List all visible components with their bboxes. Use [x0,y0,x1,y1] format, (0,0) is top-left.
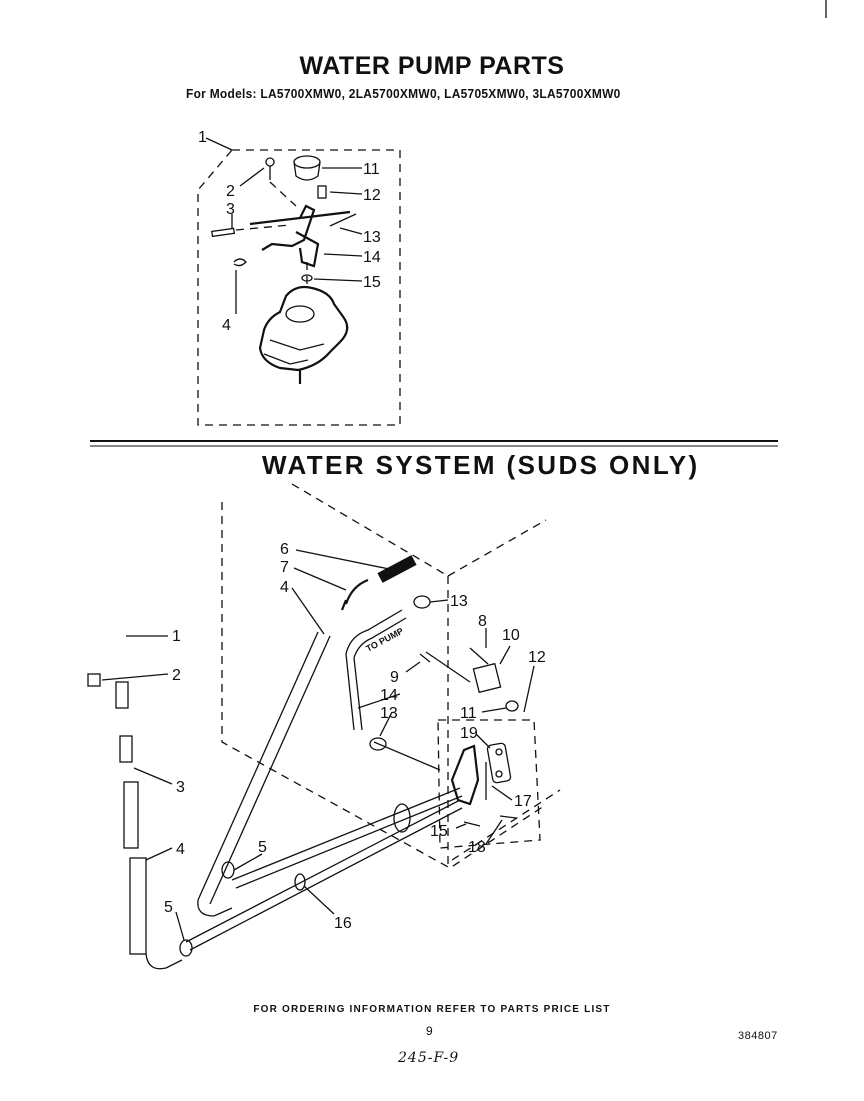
system-label: 1 [172,628,181,645]
system-label: 19 [460,725,478,742]
system-label: 4 [280,579,289,596]
handwritten-note: 245-F-9 [398,1050,460,1066]
system-label: 16 [334,915,352,932]
system-label: 8 [478,613,487,630]
system-label: 5 [258,839,267,856]
system-label: 12 [528,649,546,666]
system-label: 18 [468,839,486,856]
system-label: 4 [176,841,185,858]
system-label: 17 [514,793,532,810]
pump-label: 12 [363,187,381,204]
pump-label: 3 [226,201,235,218]
pump-label: 2 [226,183,235,200]
system-label: 10 [502,627,520,644]
page-title: WATER PUMP PARTS [299,52,565,80]
ordering-note: FOR ORDERING INFORMATION REFER TO PARTS … [253,1004,611,1015]
system-label: 7 [280,559,289,576]
system-label: 6 [280,541,289,558]
system-label: 2 [172,667,181,684]
pump-label: 13 [363,229,381,246]
system-label: 15 [430,823,448,840]
system-label: 13 [380,705,398,722]
section-title-water-system: WATER SYSTEM (SUDS ONLY) [262,450,700,480]
model-list: For Models: LA5700XMW0, 2LA5700XMW0, LA5… [186,86,621,101]
pump-assembly-drawing [197,137,401,426]
system-label: 11 [460,705,477,722]
pump-label: 4 [222,317,231,334]
system-label: 5 [164,899,173,916]
system-label: 14 [380,687,398,704]
system-label: 9 [390,669,399,686]
pump-label: 11 [363,161,380,178]
page-number: 9 [426,1024,433,1038]
document-number: 384807 [738,1030,778,1042]
pump-label: 1 [198,129,207,146]
system-label: 3 [176,779,185,796]
system-label: 13 [450,593,468,610]
pump-label: 15 [363,274,381,291]
pump-label: 14 [363,249,381,266]
water-system-drawing [87,483,561,970]
